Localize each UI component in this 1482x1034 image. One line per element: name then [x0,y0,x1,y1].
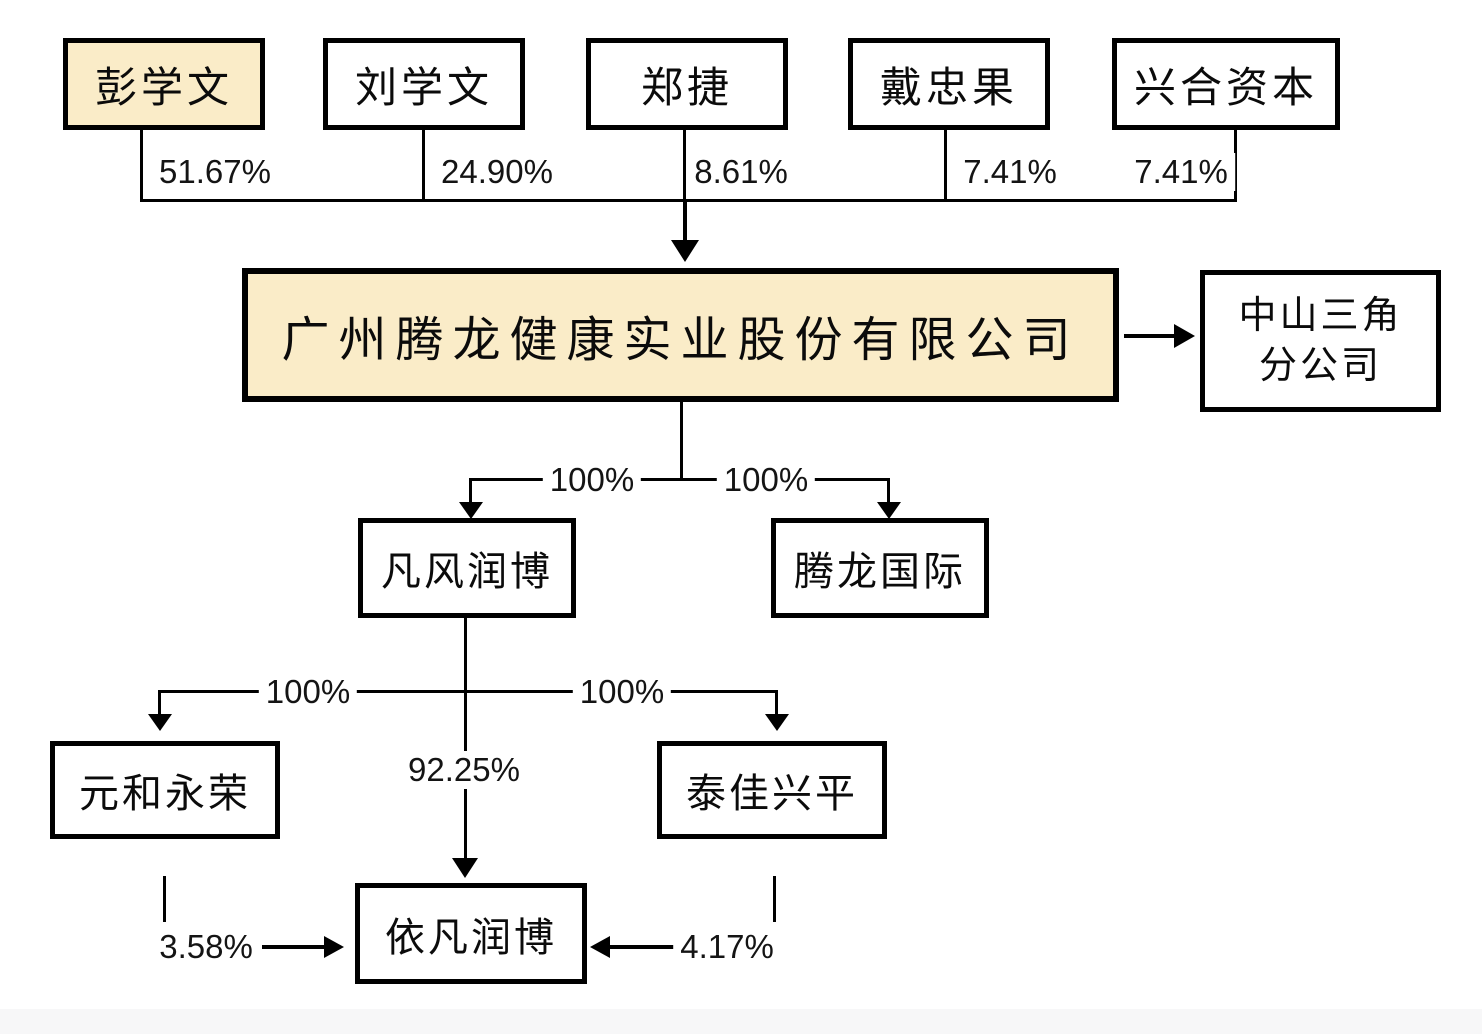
node-taijia-xingping: 泰佳兴平 [657,741,887,839]
pct-label-zheng: 8.61% [687,153,795,191]
pct-label-peng: 51.67% [152,153,278,191]
node-label-line1: 中山三角 [1238,294,1403,337]
pct-label-yuanhe: 100% [258,673,358,711]
connector-split1-right-drop [887,478,890,504]
connector-company-down [680,402,683,481]
connector-yuanhe-stub [163,876,166,922]
pct-label-taijia: 100% [572,673,672,711]
node-liu-xuewen: 刘学文 [323,38,525,130]
connector-to-company [683,201,687,243]
node-label: 泰佳兴平 [686,771,858,816]
connector-split1-horizontal [469,478,890,481]
arrowhead-down-fanfeng [459,502,483,519]
pct-label-taijia-to-yifan: 4.17% [673,928,781,966]
connector-fanfeng-down [464,618,467,860]
pct-label-yuanhe-to-yifan: 3.58% [152,928,260,966]
node-label: 兴合资本 [1133,65,1318,112]
connector-split2-right-drop [775,690,778,716]
arrowhead-left-yifan [590,936,610,958]
node-parent-company: 广州腾龙健康实业股份有限公司 [242,268,1119,402]
connector-bus-line [140,199,1237,202]
connector-stub-dai [944,130,947,201]
connector-stub-zheng [683,130,686,201]
connector-stub-peng [140,130,143,201]
arrowhead-right-branch [1174,324,1195,348]
node-yuanhe-yongrong: 元和永荣 [50,741,280,839]
connector-taijia-stub [773,876,776,922]
node-zheng-jie: 郑捷 [586,38,788,130]
node-dai-zhongguo: 戴忠果 [848,38,1050,130]
node-label: 元和永荣 [79,771,251,816]
pct-label-fanfeng-to-yifan: 92.25% [401,751,527,789]
arrowhead-down-tenglong [877,502,901,519]
connector-split1-left-drop [469,478,472,504]
node-tenglong-international: 腾龙国际 [771,518,989,618]
arrowhead-right-yifan [324,936,344,958]
connector-stub-xinghe [1234,130,1237,201]
connector-yuanhe-arrow-line [262,945,326,949]
node-yifan-runbo: 依凡润博 [355,883,587,984]
node-peng-xuewen: 彭学文 [63,38,265,130]
pct-label-dai: 7.41% [956,153,1064,191]
connector-split2-horizontal [158,690,778,693]
node-label-line2: 分公司 [1258,345,1382,387]
pct-label-fanfeng: 100% [542,461,642,499]
node-label: 广州腾龙健康实业股份有限公司 [281,314,1080,367]
connector-taijia-arrow-line [610,945,674,949]
arrowhead-down-company [671,240,699,262]
connector-to-branch [1124,334,1176,338]
node-fanfeng-runbo: 凡风润博 [358,518,576,618]
node-xinghe-capital: 兴合资本 [1112,38,1340,130]
node-label: 彭学文 [94,65,233,112]
node-zhongshan-sanjiao-branch: 中山三角 分公司 [1200,270,1441,412]
footer-strip [0,1009,1482,1034]
arrowhead-down-taijia [765,714,789,731]
node-label: 依凡润博 [385,914,557,960]
node-label: 刘学文 [354,65,493,112]
arrowhead-down-yifan [452,858,478,878]
pct-label-tenglong: 100% [716,461,816,499]
node-label: 腾龙国际 [794,549,966,594]
node-label: 郑捷 [640,65,733,112]
arrowhead-down-yuanhe [148,714,172,731]
connector-split2-left-drop [158,690,161,716]
node-label: 戴忠果 [879,65,1018,112]
node-label: 凡风润博 [381,549,553,594]
pct-label-xinghe: 7.41% [1127,153,1235,191]
pct-label-liu: 24.90% [434,153,560,191]
connector-stub-liu [422,130,425,201]
